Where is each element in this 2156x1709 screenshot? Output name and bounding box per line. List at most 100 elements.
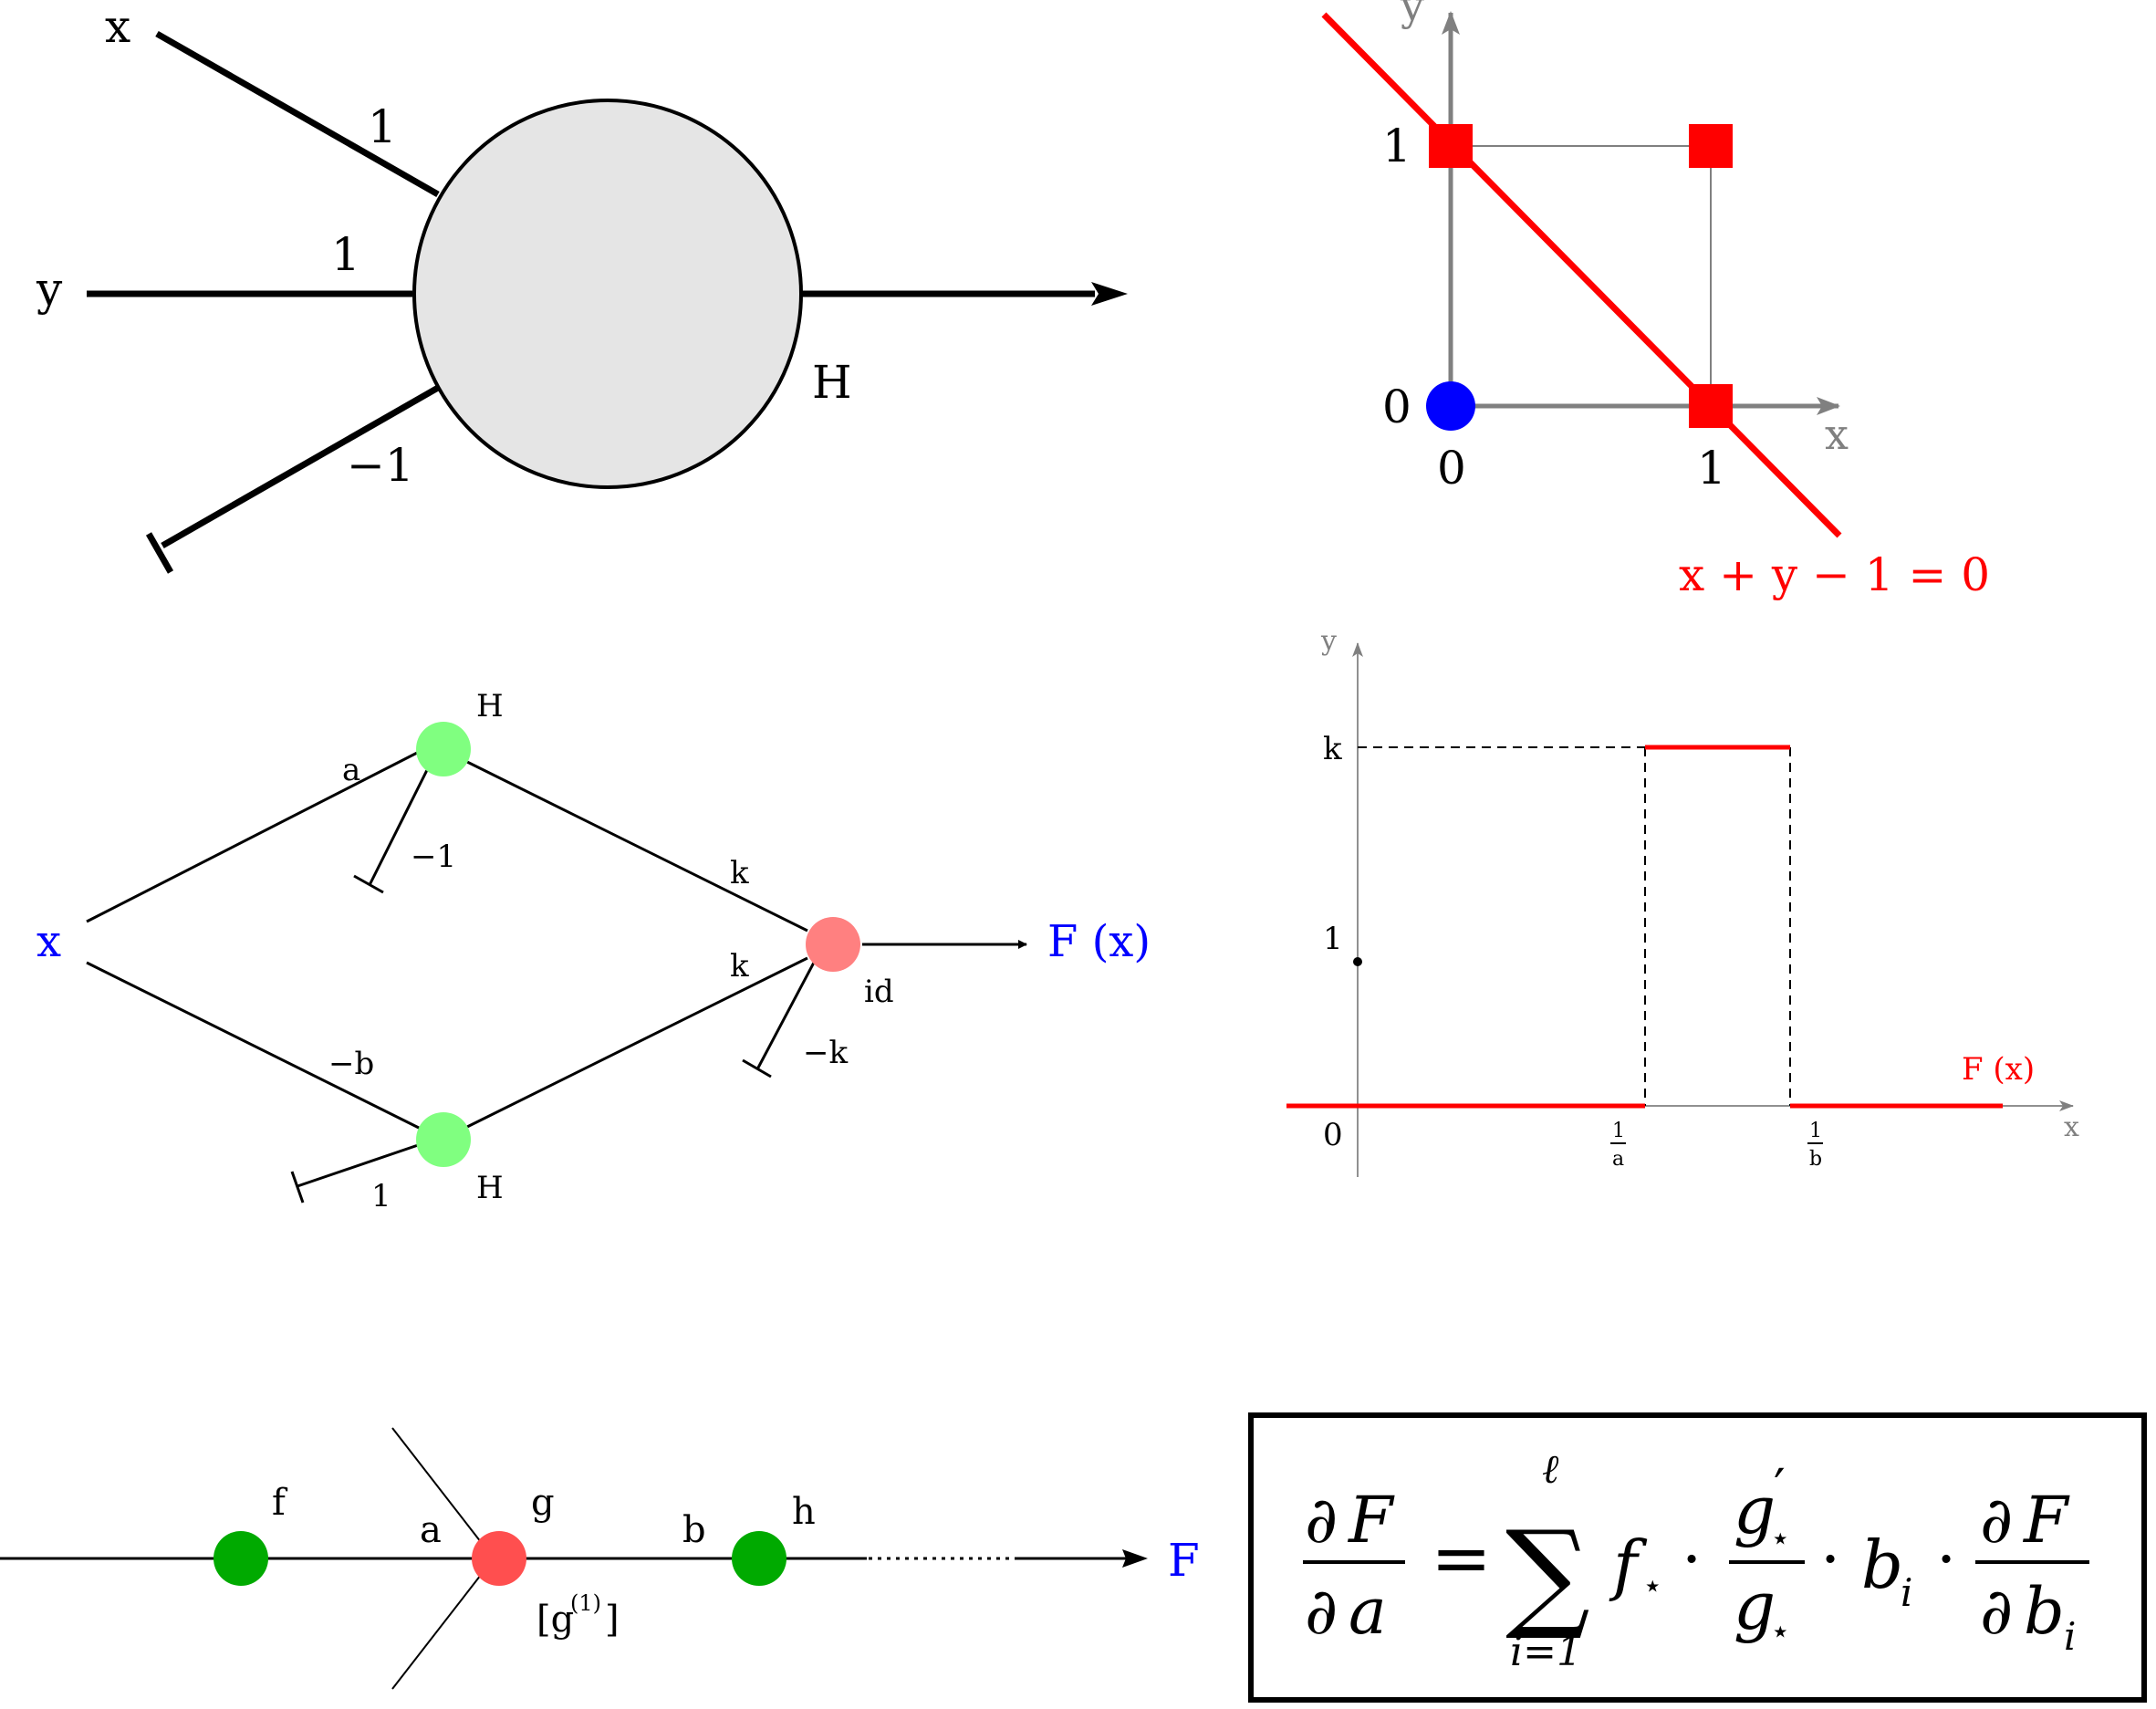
label-g1-base: [g xyxy=(536,1599,574,1641)
formula-f-star: ⋆ xyxy=(1642,1568,1663,1605)
formula-dot-2: · xyxy=(1820,1522,1840,1597)
formula-equals: = xyxy=(1431,1516,1492,1600)
branch-upper xyxy=(391,1427,482,1543)
activation-label-top: H xyxy=(476,688,504,724)
output-label: F (x) xyxy=(1047,916,1151,967)
formula-d3: ∂ xyxy=(1980,1483,2013,1558)
label-g: g xyxy=(531,1482,555,1524)
formula-F2: F xyxy=(2022,1483,2070,1558)
bias-label-out: −k xyxy=(803,1035,848,1071)
formula-dot-3: · xyxy=(1936,1522,1956,1597)
activation-label: H xyxy=(812,356,852,409)
tick-1-over-b-den: b xyxy=(1809,1148,1822,1171)
label-h: h xyxy=(792,1491,816,1533)
tick-x-0: 0 xyxy=(1437,442,1466,495)
chain-panel: f g h a b [g (1) ] F xyxy=(0,1427,1200,1690)
branch-lower xyxy=(391,1574,482,1690)
step-plot-panel: y x k 1 0 1 a 1 b F (x) xyxy=(1286,625,2079,1177)
point-1-0 xyxy=(1689,384,1733,428)
output-node xyxy=(806,917,860,972)
formula-g-prime: ′ xyxy=(1774,1459,1786,1518)
point-1-1 xyxy=(1689,124,1733,168)
chain-arrowhead xyxy=(1122,1549,1148,1568)
weight-label-x: 1 xyxy=(368,100,397,153)
bias-edge xyxy=(161,384,440,549)
formula-box xyxy=(1248,1412,2147,1703)
or-plot-panel: y x 1 0 0 1 x + y − 1 = 0 xyxy=(1321,0,1990,601)
bias-bottom-edge xyxy=(297,1141,427,1188)
axis-label-x: x xyxy=(1825,410,1849,459)
input-label-y: y xyxy=(36,263,63,316)
label-g1-sup: (1) xyxy=(570,1590,601,1616)
formula-g-den: g xyxy=(1734,1568,1776,1644)
point-0-1 xyxy=(1353,957,1362,966)
hidden-node-bottom xyxy=(416,1112,471,1167)
tick-k: k xyxy=(1323,731,1342,767)
activation-label-out: id xyxy=(864,974,894,1010)
bias-bottom-terminal xyxy=(290,1171,305,1204)
line-equation-label: x + y − 1 = 0 xyxy=(1679,548,1990,601)
node-g xyxy=(472,1531,526,1586)
formula-panel: ∂ F ∂ a = ℓ ∑ i=1 f ⋆ · g ′ ⋆ g ⋆ · b i … xyxy=(1248,1412,2147,1703)
node-h xyxy=(732,1531,786,1586)
edge-top-out xyxy=(464,759,808,933)
formula-g-num: g xyxy=(1734,1472,1776,1548)
node-f xyxy=(214,1531,268,1586)
edge-x-bottom xyxy=(86,961,427,1133)
bias-out-edge xyxy=(755,960,817,1070)
tick-y-1: 1 xyxy=(1382,120,1411,172)
formula-sum-upper: ℓ xyxy=(1542,1446,1559,1493)
label-weight-a: a xyxy=(420,1509,442,1551)
formula-d2: ∂ xyxy=(1305,1574,1338,1649)
decision-line xyxy=(1321,12,1842,538)
edge-x-top xyxy=(86,746,427,923)
bias-label-top: −1 xyxy=(411,839,456,875)
input-label-x: x xyxy=(105,0,130,53)
label-f: f xyxy=(272,1482,288,1524)
formula-g-den-star: ⋆ xyxy=(1770,1613,1791,1651)
point-0-0 xyxy=(1426,381,1475,431)
input-edge-x xyxy=(155,30,440,198)
tick-0: 0 xyxy=(1323,1117,1343,1153)
formula-a: a xyxy=(1349,1574,1387,1649)
formula-d4: ∂ xyxy=(1980,1574,2013,1649)
axis-label-y: y xyxy=(1400,0,1424,30)
axis-label-x: x xyxy=(2064,1111,2079,1143)
bias-weight-label: −1 xyxy=(347,439,414,492)
function-label: F (x) xyxy=(1962,1051,2035,1088)
axis-label-y: y xyxy=(1320,625,1337,657)
neuron-node xyxy=(412,99,803,489)
formula-b2: b xyxy=(2024,1574,2065,1649)
output-arrowhead xyxy=(1091,282,1128,306)
bias-out-terminal xyxy=(742,1058,772,1079)
formula-g-num-star: ⋆ xyxy=(1770,1520,1791,1558)
tick-x-1: 1 xyxy=(1697,442,1726,495)
chain-output-label: F xyxy=(1168,1534,1200,1587)
formula-sum: ∑ xyxy=(1505,1505,1590,1643)
weight-label-neg-b: −b xyxy=(328,1046,374,1082)
hidden-node-top xyxy=(416,722,471,776)
weight-label-k-bottom: k xyxy=(730,948,749,985)
weight-label-y: 1 xyxy=(331,228,360,281)
formula-sum-lower: i=1 xyxy=(1510,1629,1582,1675)
neuron-panel: x y 1 1 −1 H xyxy=(36,0,1128,574)
point-0-1 xyxy=(1429,124,1473,168)
weight-label-a: a xyxy=(342,752,360,788)
tick-1-over-a-num: 1 xyxy=(1612,1120,1625,1142)
formula-d1: ∂ xyxy=(1305,1483,1338,1558)
tick-1-over-a-den: a xyxy=(1612,1148,1624,1171)
formula-F1: F xyxy=(1347,1483,1395,1558)
edge-bottom-out xyxy=(464,956,808,1130)
formula-b2-sub: i xyxy=(2064,1614,2076,1659)
tick-y-0: 0 xyxy=(1382,380,1411,433)
bias-top-edge xyxy=(368,766,431,886)
bias-label-bottom: 1 xyxy=(371,1178,391,1214)
tick-1: 1 xyxy=(1323,921,1343,957)
activation-label-bottom: H xyxy=(476,1170,504,1206)
input-label: x xyxy=(36,916,61,967)
bias-top-terminal xyxy=(353,874,384,894)
weight-label-k-top: k xyxy=(730,855,749,891)
bias-terminal xyxy=(145,532,174,574)
network-panel: x F (x) a −b −1 1 H H k k −k id xyxy=(36,688,1151,1214)
